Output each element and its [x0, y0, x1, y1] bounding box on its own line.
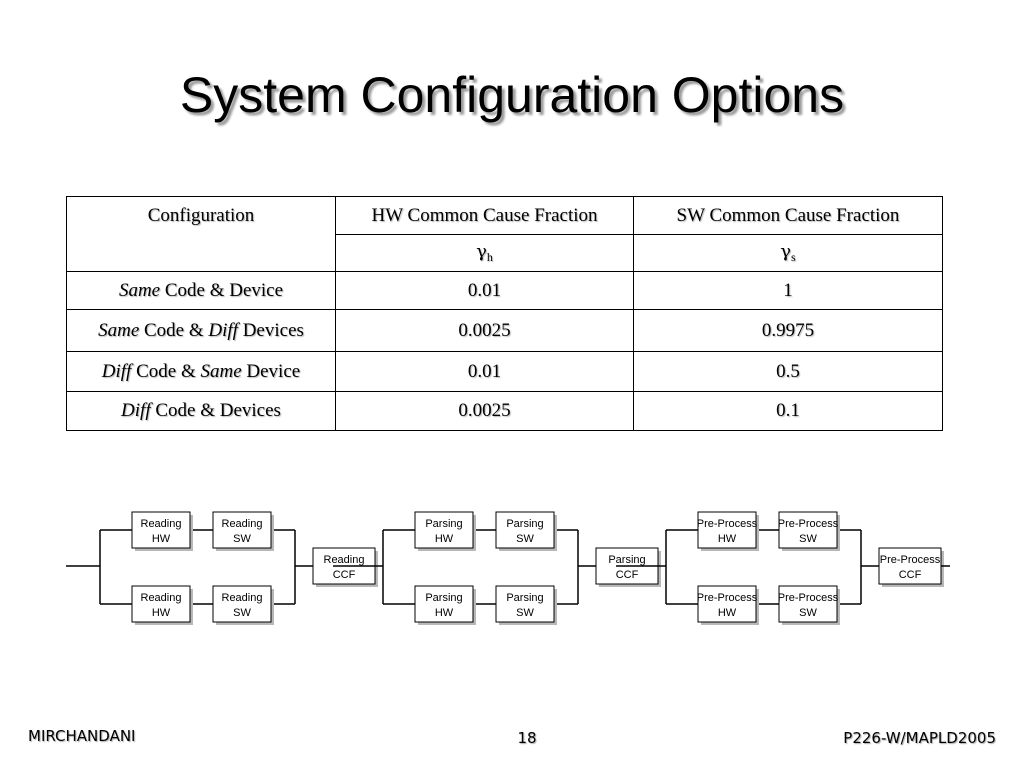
config-text: Devices [237, 319, 304, 341]
hw-block [697, 585, 757, 623]
ccf-block-sublabel: CCF [899, 569, 922, 581]
sw-block-sublabel: SW [516, 533, 534, 545]
hw-block-sublabel: HW [152, 607, 171, 619]
hw-block-label: Reading [141, 592, 182, 604]
config-italic-term: Same [98, 319, 140, 341]
header-sw-symbol: γs [633, 234, 943, 272]
table-row: Same Code & Diff Devices 0.0025 0.9975 [66, 309, 943, 352]
row-sw-value: 0.1 [633, 391, 943, 431]
ccf-block-sublabel: CCF [333, 569, 356, 581]
sw-block-sublabel: SW [799, 533, 817, 545]
sw-block-label: Parsing [506, 592, 543, 604]
table-row: Diff Code & Same Device 0.01 0.5 [66, 351, 943, 392]
hw-block-sublabel: HW [435, 607, 454, 619]
slide-title: System Configuration Options [179, 67, 845, 123]
sw-block-sublabel: SW [799, 607, 817, 619]
sw-block [212, 511, 272, 549]
hw-block [697, 511, 757, 549]
sw-block [778, 511, 838, 549]
sw-block [212, 585, 272, 623]
gamma-hw-subscript: h [486, 250, 493, 264]
hw-block-label: Reading [141, 518, 182, 530]
sw-block-sublabel: SW [233, 533, 251, 545]
header-configuration: Configuration [66, 196, 336, 272]
hw-block [131, 511, 191, 549]
sw-block [495, 511, 555, 549]
table-row: Same Code & Device 0.01 1 [66, 271, 943, 310]
header-hw-fraction: HW Common Cause Fraction [335, 196, 634, 235]
config-italic-term: Same [118, 279, 161, 301]
hw-block-label: Pre-Process [697, 518, 758, 530]
config-text: Code & Device [160, 279, 284, 301]
config-italic-term: Diff [208, 319, 238, 341]
hw-block [414, 585, 474, 623]
hw-block-sublabel: HW [435, 533, 454, 545]
hw-block-sublabel: HW [718, 533, 737, 545]
config-italic-term: Diff [121, 400, 151, 421]
ccf-block-sublabel: CCF [616, 569, 639, 581]
hw-block [131, 585, 191, 623]
sw-block [495, 585, 555, 623]
row-sw-value: 0.9975 [633, 309, 943, 352]
gamma-sw-subscript: s [791, 250, 796, 264]
row-configuration: Diff Code & Devices [66, 391, 336, 431]
sw-block-label: Parsing [506, 518, 543, 530]
row-hw-value: 0.0025 [335, 391, 634, 431]
table-symbol-row: γh γs [67, 234, 943, 272]
sw-block [778, 585, 838, 623]
gamma-sw-symbol: γ [780, 241, 792, 262]
table-header-row: Configuration HW Common Cause Fraction S… [66, 196, 943, 272]
config-text: Code & Devices [150, 400, 281, 421]
hw-block-label: Pre-Process [697, 592, 758, 604]
sw-block-label: Reading [222, 592, 263, 604]
sw-block-sublabel: SW [516, 607, 534, 619]
footer-page-number: 18 [517, 729, 537, 747]
sw-block-label: Reading [222, 518, 263, 530]
hw-block [414, 511, 474, 549]
sw-block-label: Pre-Process [778, 592, 839, 604]
ccf-block-label: Parsing [608, 554, 645, 566]
hw-block-sublabel: HW [152, 533, 171, 545]
row-sw-value: 0.5 [633, 351, 943, 392]
header-hw-symbol: γh [335, 234, 634, 272]
config-text: Code & [139, 319, 209, 341]
header-sw-fraction: SW Common Cause Fraction [633, 196, 943, 235]
ccf-block [878, 547, 942, 585]
hw-block-label: Parsing [425, 592, 462, 604]
config-text: Device [241, 360, 301, 382]
ccf-block-label: Pre-Process [880, 554, 941, 566]
footer-reference: P226-W/MAPLD2005 [843, 729, 996, 747]
row-hw-value: 0.01 [335, 271, 634, 310]
footer-author: MIRCHANDANI [28, 727, 136, 745]
hw-block-label: Parsing [425, 518, 462, 530]
reliability-block-diagram: ReadingHWReadingSWReadingHWReadingSWRead… [66, 511, 950, 625]
ccf-block-label: Reading [324, 554, 365, 566]
row-configuration: Same Code & Device [66, 271, 336, 310]
table-row: Diff Code & Devices 0.0025 0.1 [66, 391, 943, 431]
row-configuration: Same Code & Diff Devices [66, 309, 336, 352]
config-italic-term: Same [200, 360, 242, 382]
hw-block-sublabel: HW [718, 607, 737, 619]
configuration-table: Configuration HW Common Cause Fraction S… [66, 196, 943, 431]
row-sw-value: 1 [633, 271, 943, 310]
row-configuration: Diff Code & Same Device [66, 351, 336, 392]
config-italic-term: Diff [101, 360, 132, 382]
sw-block-sublabel: SW [233, 607, 251, 619]
config-text: Code & [131, 360, 201, 382]
sw-block-label: Pre-Process [778, 518, 839, 530]
row-hw-value: 0.01 [335, 351, 634, 392]
row-hw-value: 0.0025 [335, 309, 634, 352]
gamma-hw-symbol: γ [476, 241, 487, 262]
